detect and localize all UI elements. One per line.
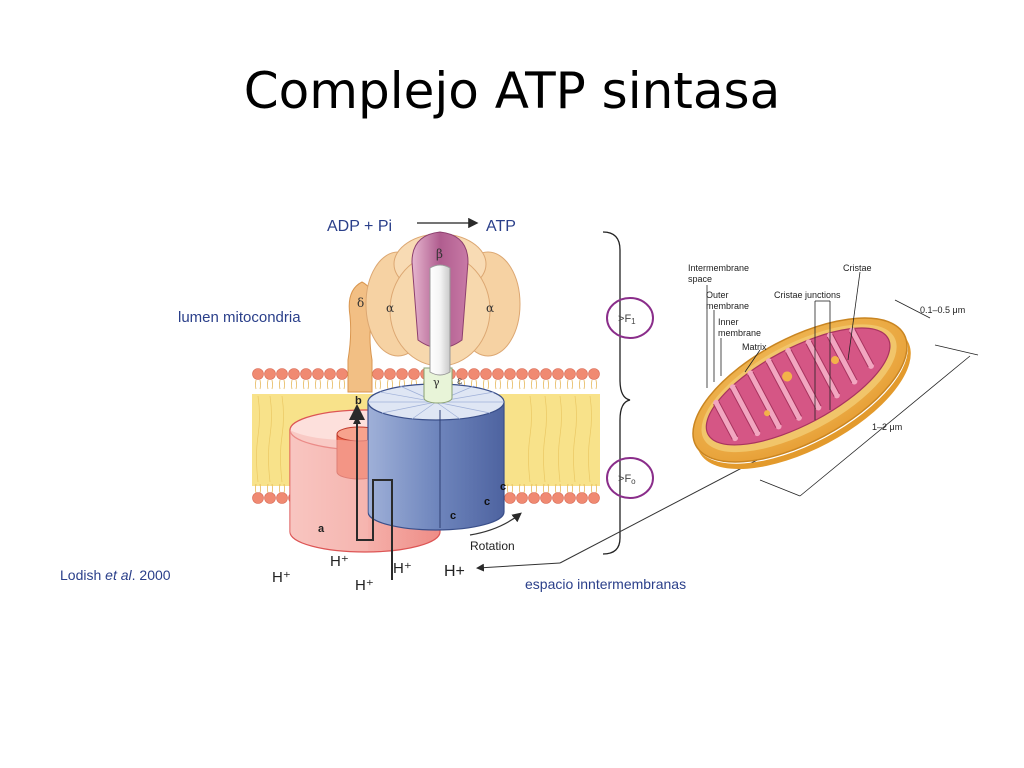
f1-circle: [606, 297, 654, 339]
c-label-2: c: [484, 496, 490, 508]
alpha-right-label: α: [486, 301, 494, 315]
reaction-reactants: ADP + Pi: [327, 218, 392, 235]
reaction-product: ATP: [486, 218, 516, 235]
intermembrane-label-2: space: [688, 274, 712, 284]
outer-membrane-label-2: membrane: [706, 301, 749, 311]
mitochondrion-illustration: Intermembrane space Outer membrane Inner…: [688, 263, 979, 497]
width-label: 0.1–0.5 μm: [920, 305, 965, 315]
c-label-1: c: [450, 510, 456, 522]
f1-label: >F1: [618, 313, 636, 326]
proton-4: H⁺: [393, 560, 412, 577]
espacio-pointer-arrow: [476, 562, 561, 572]
c-ring: [367, 401, 505, 531]
citation: Lodish et al. 2000: [60, 567, 171, 583]
fo-label: >Fo: [618, 473, 636, 486]
slide-title: Complejo ATP sintasa: [243, 62, 781, 120]
rotation-label: Rotation: [470, 539, 515, 553]
c-label-3: c: [500, 481, 506, 493]
atp-synthase-illustration: ADP + Pi ATP lumen mitocondria β α α δ γ…: [60, 217, 781, 594]
delta-label: δ: [357, 296, 364, 310]
gamma-label: γ: [433, 376, 440, 389]
beta-label: β: [436, 247, 443, 261]
epsilon-label: ε: [457, 376, 462, 387]
b-label: b: [355, 395, 362, 407]
intermembrane-label-1: Intermembrane: [688, 263, 749, 273]
f1-fo-brace: [602, 231, 631, 555]
proton-1: H⁺: [330, 553, 349, 570]
cristae-label: Cristae: [843, 263, 872, 273]
rotation-arrow: [469, 512, 522, 536]
proton-2: H⁺: [272, 569, 291, 586]
a-label: a: [318, 523, 325, 535]
cristae-junctions-label: Cristae junctions: [774, 290, 841, 300]
inner-membrane-label-2: membrane: [718, 328, 761, 338]
proton-5: H+: [444, 563, 465, 580]
lumen-label: lumen mitocondria: [178, 309, 301, 326]
inner-membrane-label-1: Inner: [718, 317, 739, 327]
fo-circle: [606, 457, 654, 499]
outer-membrane-label-1: Outer: [706, 290, 729, 300]
proton-3: H⁺: [355, 577, 374, 594]
gamma-epsilon: [423, 367, 453, 404]
intermembrane-space-label: espacio inntermembranas: [525, 576, 686, 592]
proton-path-line: [356, 412, 393, 580]
length-label: 1–2 μm: [872, 422, 902, 432]
alpha-left-label: α: [386, 301, 394, 315]
matrix-label: Matrix: [742, 342, 767, 352]
